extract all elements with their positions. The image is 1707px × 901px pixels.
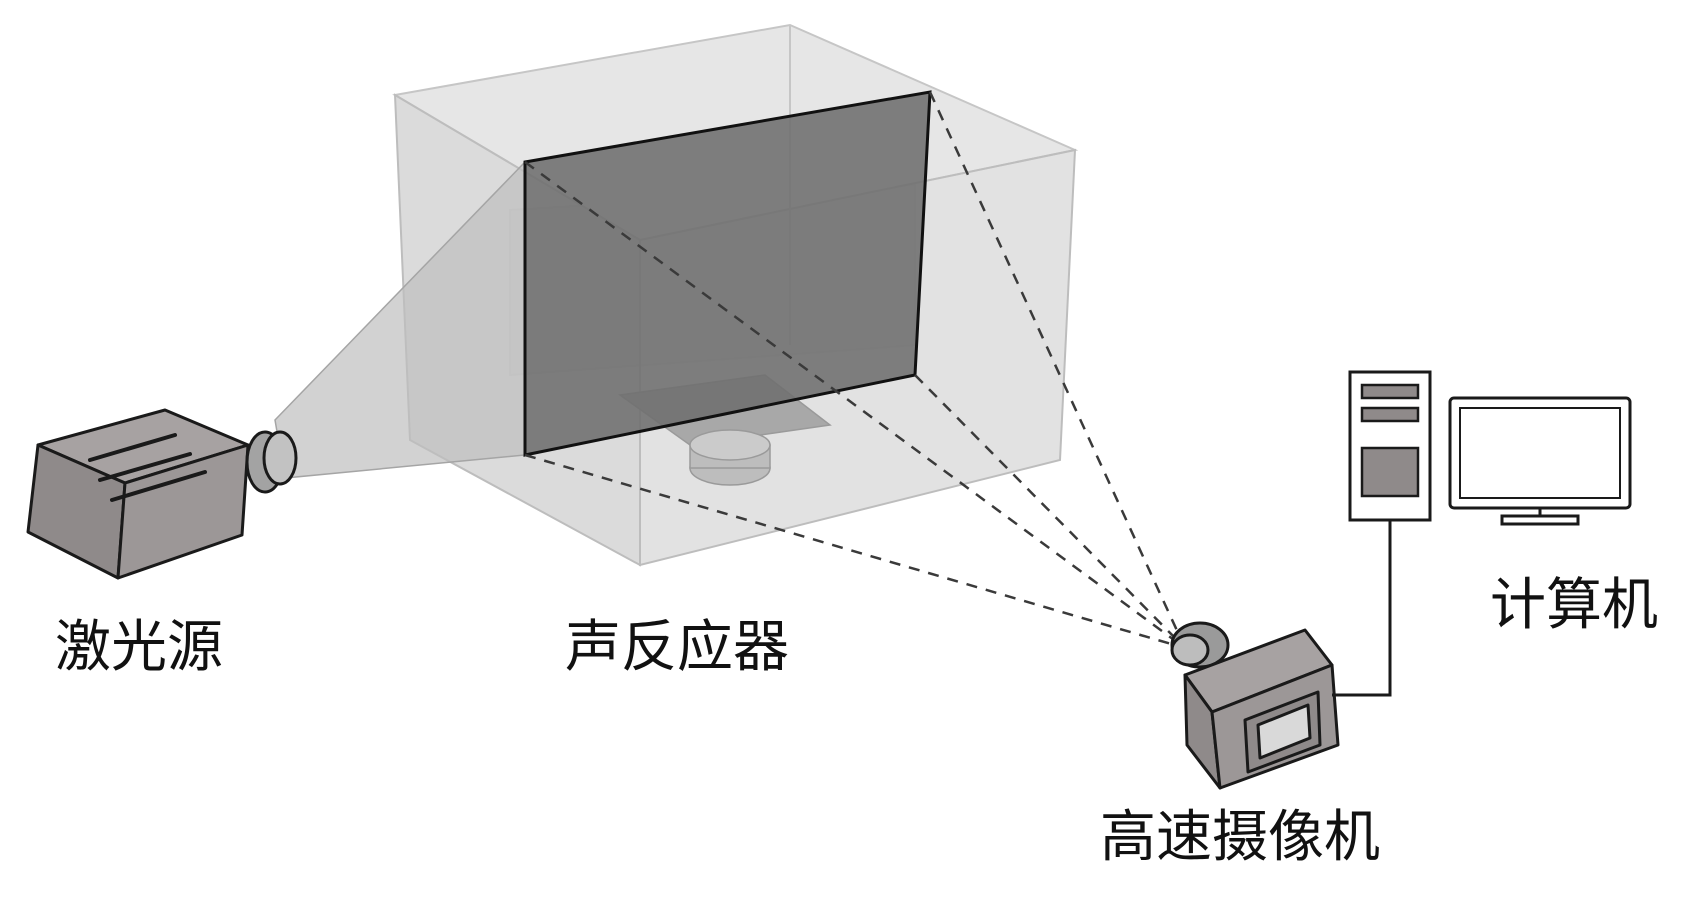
tower-panel (1360, 446, 1420, 498)
tower-drive-bay-1 (1360, 383, 1420, 400)
computer-label: 计算机 (1490, 573, 1658, 638)
laser-lens (262, 430, 298, 486)
camera-display-screen (1256, 703, 1312, 760)
camera-cable (1332, 520, 1392, 697)
monitor-stand (1500, 514, 1580, 526)
laser-side-face (116, 443, 250, 580)
tower-drive-bay-2 (1360, 406, 1420, 423)
laser-source-device (26, 408, 298, 580)
computer-monitor (1448, 396, 1632, 526)
laser-vent-slots (88, 433, 207, 502)
camera-field-of-view (524, 91, 1187, 650)
camera-lens-inner (1170, 633, 1210, 667)
high-speed-camera-label: 高速摄像机 (1100, 805, 1380, 870)
laser-source-label: 激光源 (55, 615, 223, 680)
transducer-top (689, 429, 771, 461)
high-speed-camera-device (1170, 621, 1340, 790)
acoustic-reactor-label: 声反应器 (565, 615, 789, 680)
computer-tower (1348, 370, 1432, 522)
monitor-screen (1459, 407, 1621, 499)
